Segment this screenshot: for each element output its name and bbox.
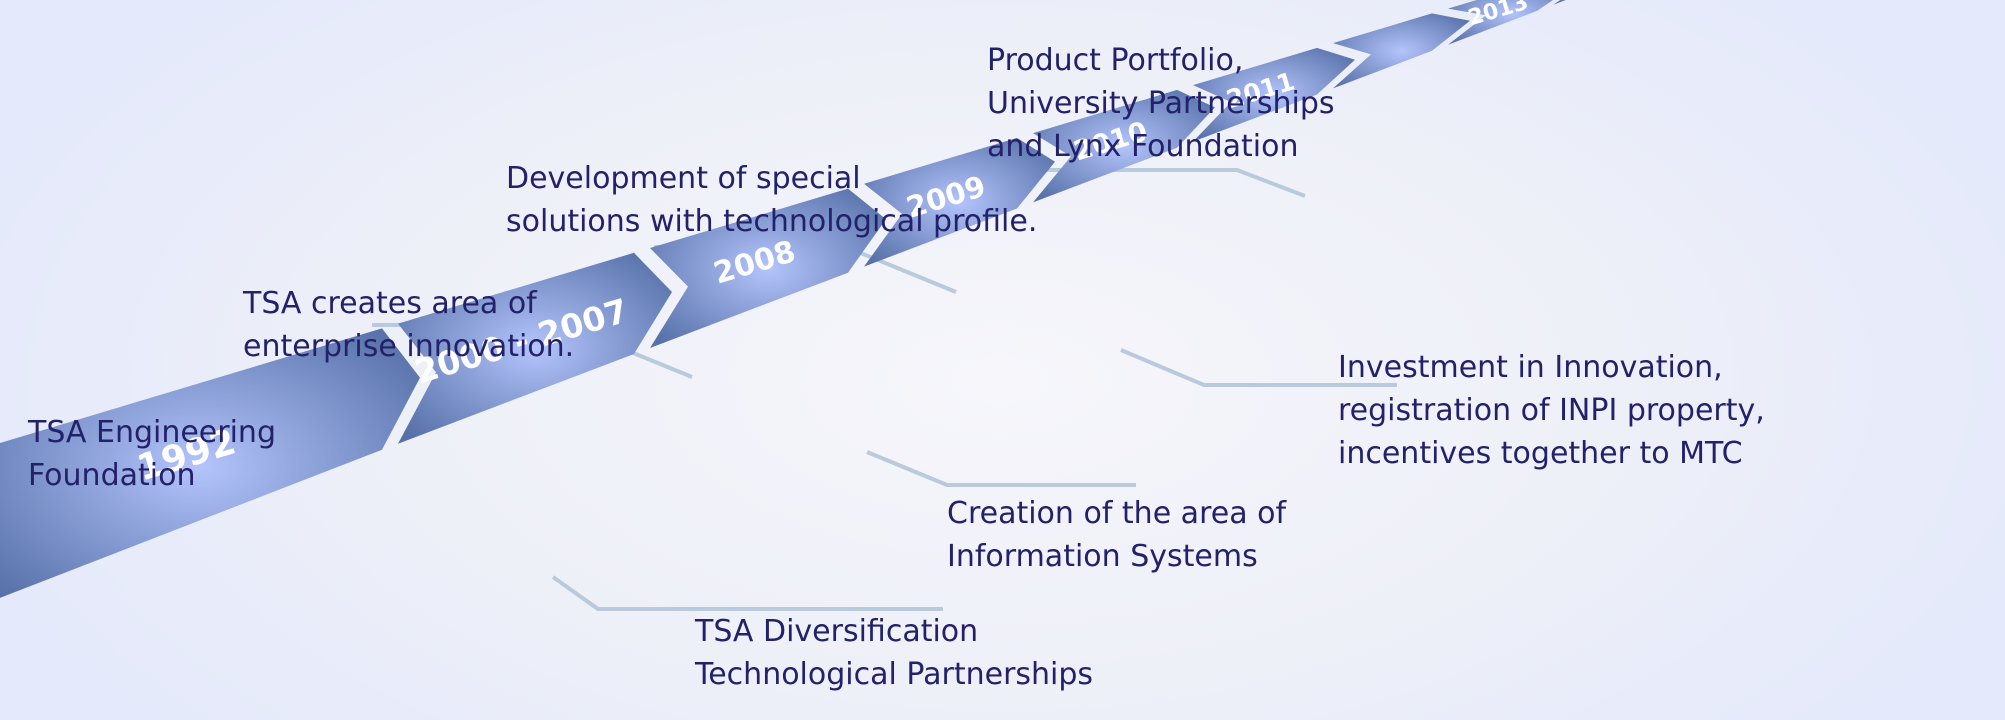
timeline-chevron	[1033, 89, 1215, 203]
connector-line	[1120, 348, 1397, 387]
note-enterprise-innovation: TSA creates area of enterprise innovatio…	[243, 282, 574, 368]
note-line: University Partnerships	[987, 86, 1335, 121]
note-line: Product Portfolio,	[987, 43, 1244, 78]
note-engineering-foundation: TSA Engineering Foundation	[28, 411, 276, 497]
timeline-chevron	[1193, 47, 1355, 142]
timeline-chevron	[0, 328, 420, 598]
note-line: solutions with technological profile.	[506, 204, 1038, 239]
note-information-systems: Creation of the area of Information Syst…	[947, 492, 1286, 578]
note-line: Technological Partnerships	[695, 657, 1094, 692]
note-line: TSA Diversification	[695, 614, 979, 649]
note-line: TSA Engineering	[28, 415, 276, 450]
connector-line	[866, 450, 1136, 487]
timeline-chevron	[398, 252, 672, 444]
note-special-solutions: Development of special solutions with te…	[506, 157, 1037, 243]
note-product-portfolio: Product Portfolio, University Partnershi…	[987, 39, 1335, 168]
note-line: Foundation	[28, 458, 196, 493]
note-line: Development of special	[506, 161, 861, 196]
connector-line	[551, 575, 943, 611]
note-line: Creation of the area of	[947, 496, 1287, 531]
year-label: 2013	[1465, 0, 1531, 31]
note-line: registration of INPI property,	[1338, 393, 1765, 428]
note-line: TSA creates area of	[243, 286, 537, 321]
note-line: incentives together to MTC	[1338, 436, 1743, 471]
timeline-chevron	[1448, 0, 1553, 45]
note-line: Investment in Innovation,	[1338, 350, 1723, 385]
timeline-chevron	[864, 137, 1055, 267]
note-diversification: TSA Diversification Technological Partne…	[695, 610, 1093, 696]
timeline-chevron	[650, 188, 886, 348]
note-line: enterprise innovation.	[243, 329, 575, 364]
note-line: Information Systems	[947, 539, 1258, 574]
timeline-arrow	[0, 0, 1566, 598]
timeline-chevron	[1333, 13, 1470, 89]
timeline-chevron	[1553, 0, 1566, 5]
note-investment-innovation: Investment in Innovation, registration o…	[1338, 346, 1765, 475]
note-line: and Lynx Foundation	[987, 129, 1299, 164]
